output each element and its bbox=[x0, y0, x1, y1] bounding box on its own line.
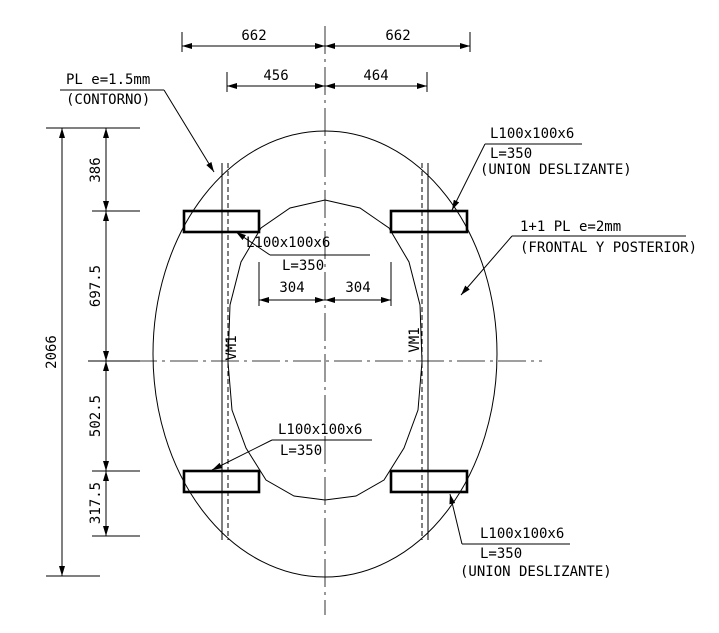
callout-bl-leader bbox=[211, 439, 372, 471]
callout-plate-line2: (FRONTAL Y POSTERIOR) bbox=[520, 240, 697, 256]
stiffener-right-label: VM1 bbox=[407, 327, 423, 352]
stiffener-right bbox=[421, 163, 429, 540]
angle-top-left bbox=[182, 209, 261, 234]
stiffener-left-label: VM1 bbox=[224, 335, 240, 360]
callout-contour-leader bbox=[60, 89, 215, 173]
dim-mid-left-label: 304 bbox=[279, 280, 304, 296]
callout-tr-line3: (UNION DESLIZANTE) bbox=[480, 162, 632, 178]
dim-top-right-inner-label: 464 bbox=[363, 68, 388, 84]
callout-plate-line1: 1+1 PL e=2mm bbox=[520, 219, 621, 235]
callout-br-line3: (UNION DESLIZANTE) bbox=[460, 564, 612, 580]
callout-tl-line2: L=350 bbox=[282, 258, 324, 274]
dim-mid-right-label: 304 bbox=[345, 280, 370, 296]
dim-top-inner bbox=[226, 72, 428, 92]
dim-502-label: 502.5 bbox=[88, 395, 104, 437]
dim-left-extension-lines bbox=[46, 127, 140, 577]
callout-bl-line1: L100x100x6 bbox=[278, 422, 362, 438]
callout-bl-line2: L=350 bbox=[280, 443, 322, 459]
angle-top-right bbox=[389, 209, 469, 234]
dim-mid bbox=[258, 262, 392, 306]
dim-top-left-outer-label: 662 bbox=[241, 28, 266, 44]
callout-br-leader bbox=[449, 493, 570, 545]
callout-br-line1: L100x100x6 bbox=[480, 526, 564, 542]
callout-br-line2: L=350 bbox=[480, 546, 522, 562]
callout-tr-line1: L100x100x6 bbox=[490, 126, 574, 142]
dim-overall-height-label: 2066 bbox=[44, 335, 60, 369]
angle-bottom-right bbox=[389, 469, 469, 494]
callout-tl-line1: L100x100x6 bbox=[246, 235, 330, 251]
callout-tl-leader bbox=[235, 231, 370, 256]
dim-top-right-outer-label: 662 bbox=[385, 28, 410, 44]
stiffener-left bbox=[221, 163, 229, 540]
callout-tr-leader bbox=[451, 143, 582, 211]
dim-697-label: 697.5 bbox=[88, 265, 104, 307]
angle-bottom-left bbox=[182, 469, 261, 494]
callout-contour-line1: PL e=1.5mm bbox=[66, 72, 150, 88]
dim-top-outer bbox=[181, 32, 471, 52]
callout-tr-line2: L=350 bbox=[490, 146, 532, 162]
callout-plate-leader bbox=[460, 235, 686, 296]
dim-top-left-inner-label: 456 bbox=[263, 68, 288, 84]
dim-386-label: 386 bbox=[88, 157, 104, 182]
dim-317-label: 317.5 bbox=[88, 482, 104, 524]
callout-contour-line2: (CONTORNO) bbox=[66, 92, 150, 108]
